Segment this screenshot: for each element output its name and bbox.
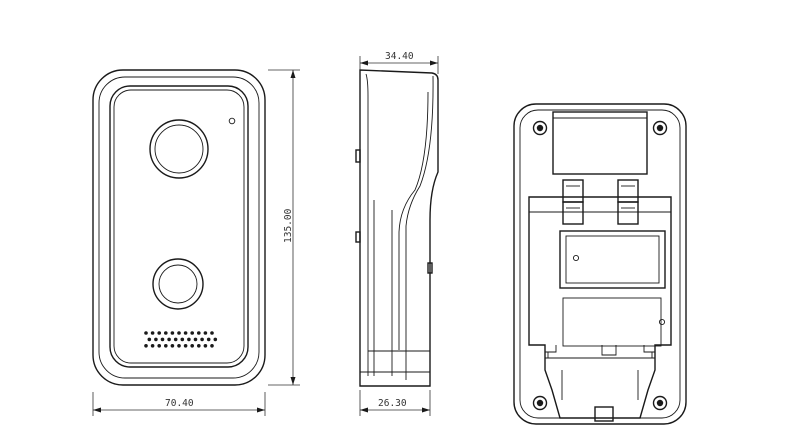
terminal-block-right: [617, 179, 639, 225]
front-outer-housing: [92, 69, 266, 386]
speaker-hole: [206, 337, 211, 342]
call-button-outer: [152, 258, 204, 310]
speaker-hole: [197, 344, 201, 348]
screw-bottom-left: [532, 395, 548, 411]
speaker-hole: [213, 337, 218, 342]
side-profile-outline: [359, 69, 439, 387]
side-top-depth-dimension: 34.40: [359, 51, 439, 74]
screw-top-left: [532, 120, 548, 136]
speaker-hole: [210, 331, 214, 335]
speaker-hole: [160, 337, 165, 342]
speaker-hole: [197, 331, 201, 335]
bracket-clip-mid: [601, 345, 617, 356]
speaker-hole: [193, 337, 198, 342]
front-width-dimension: 70.40: [92, 392, 266, 416]
speaker-hole: [147, 337, 152, 342]
back-view: [513, 103, 687, 425]
speaker-hole: [157, 331, 161, 335]
speaker-hole: [177, 344, 181, 348]
side-profile-taper-inner: [398, 91, 429, 350]
side-profile-taper: [405, 75, 434, 380]
speaker-hole: [200, 337, 204, 342]
speaker-hole: [203, 344, 208, 348]
speaker-hole: [210, 344, 214, 348]
bracket-window-hole: [572, 254, 580, 262]
front-view: 70.40 135.00: [92, 69, 300, 416]
front-height-dimension: 135.00: [268, 69, 300, 386]
bracket-window: [559, 230, 666, 289]
speaker-hole: [150, 331, 155, 335]
speaker-hole: [177, 331, 181, 335]
speaker-hole: [190, 331, 194, 335]
speaker-hole: [144, 331, 148, 335]
screw-bottom-right: [652, 395, 668, 411]
back-outer-housing: [513, 103, 687, 425]
front-width-label: 70.40: [165, 398, 194, 409]
side-port: [427, 262, 433, 274]
front-faceplate: [109, 85, 249, 368]
front-housing-inner-edge: [98, 76, 260, 379]
side-view: 34.40 26.30: [355, 51, 439, 416]
front-faceplate-inner-edge: [113, 89, 245, 364]
bracket-lower-panel: [562, 297, 662, 347]
mounting-bracket: [528, 196, 672, 419]
speaker-hole: [183, 344, 188, 348]
bracket-clip-right: [643, 345, 656, 358]
speaker-hole: [157, 344, 161, 348]
screw-top-right: [652, 120, 668, 136]
side-bottom-depth-label: 26.30: [378, 398, 407, 409]
call-button-inner: [158, 264, 198, 304]
speaker-hole: [190, 344, 194, 348]
back-housing-inner-edge: [519, 109, 681, 419]
speaker-hole: [180, 337, 185, 342]
speaker-hole: [183, 331, 188, 335]
indicator-light: [228, 117, 236, 125]
speaker-hole: [144, 344, 148, 348]
camera-lens-inner: [154, 124, 204, 174]
speaker-hole: [150, 344, 155, 348]
speaker-hole: [170, 344, 175, 348]
side-bottom-depth-dimension: 26.30: [359, 390, 431, 416]
speaker-hole: [164, 331, 168, 335]
terminal-block-left: [562, 179, 584, 225]
speaker-hole: [170, 331, 175, 335]
front-height-label: 135.00: [283, 208, 294, 243]
bracket-bottom-slot: [594, 406, 614, 422]
bracket-clip-left: [544, 345, 557, 358]
speaker-hole: [167, 337, 171, 342]
bracket-window-inner: [565, 235, 660, 284]
side-top-depth-label: 34.40: [385, 51, 414, 62]
side-notch-bottom: [355, 231, 361, 243]
bracket-small-hole: [658, 318, 666, 326]
speaker-grille: [144, 331, 218, 348]
speaker-hole: [173, 337, 178, 342]
side-notch-top: [355, 149, 361, 163]
speaker-hole: [154, 337, 158, 342]
speaker-hole: [187, 337, 191, 342]
speaker-hole: [164, 344, 168, 348]
camera-lens-outer: [149, 119, 209, 179]
back-label-plate: [552, 111, 648, 175]
side-profile-inner-curve: [365, 73, 369, 376]
speaker-hole: [203, 331, 208, 335]
